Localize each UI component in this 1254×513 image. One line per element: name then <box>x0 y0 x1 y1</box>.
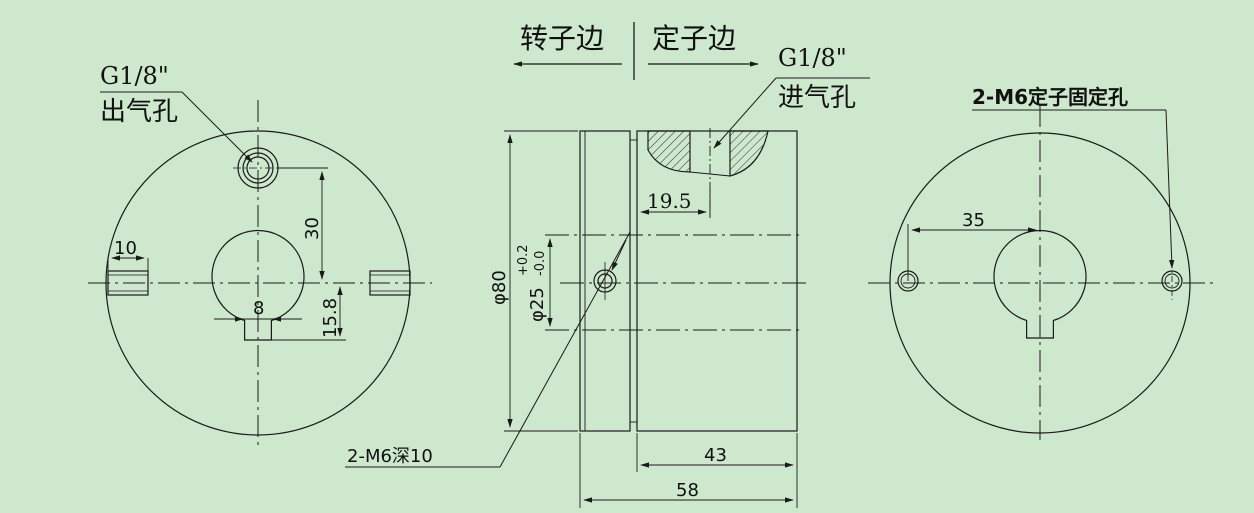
inlet-thread-label: G1/8" <box>778 44 847 72</box>
dim-stator-length-text: 43 <box>704 445 727 466</box>
dim-inlet-offset-text: 19.5 <box>647 189 692 213</box>
dim-total-length-text: 58 <box>676 480 699 501</box>
fix-hole-note: 2-M6定子固定孔 <box>972 85 1128 109</box>
left-keyway-slot <box>107 270 149 296</box>
dim-bore-dia-text: φ25 <box>527 287 548 322</box>
dim-key-width-text: 8 <box>253 298 264 319</box>
dim-keyway-width-text: 10 <box>114 238 137 259</box>
right-view-labels: 2-M6定子固定孔 35 <box>962 85 1128 231</box>
dim-hole-offset-text: 30 <box>302 217 323 240</box>
dim-right-hole-offset-text: 35 <box>962 210 985 231</box>
tapped-hole-note: 2-M6深10 <box>347 446 433 467</box>
dim-key-depth-text: 15.8 <box>320 298 341 338</box>
dim-bore-tol-lower: -0.0 <box>533 251 548 276</box>
dim-outer-dia-text: φ80 <box>489 270 510 305</box>
left-bore-with-keyway <box>211 229 305 341</box>
inlet-label: 进气孔 <box>778 83 856 113</box>
right-bore-with-keyway <box>993 229 1087 339</box>
rotor-body <box>579 130 631 432</box>
outlet-thread-label: G1/8" <box>100 62 169 90</box>
stator-side-label: 定子边 <box>652 22 736 55</box>
rotor-side-label: 转子边 <box>520 22 604 55</box>
right-end-view <box>868 105 1218 440</box>
stator-body <box>636 130 798 432</box>
side-view-labels: G1/8" 进气孔 19.5 φ80 φ25 +0.2 -0.0 2-M6深10… <box>347 44 856 501</box>
outlet-label: 出气孔 <box>100 97 178 127</box>
right-keyway-slot <box>369 270 411 296</box>
left-end-view <box>88 91 432 445</box>
side-section-view <box>345 77 870 508</box>
dim-bore-tol-upper: +0.2 <box>516 244 531 276</box>
left-view-labels: G1/8" 出气孔 10 30 8 15.8 <box>100 62 341 338</box>
side-header: 转子边 定子边 <box>513 22 759 80</box>
inlet-section-right-hatch <box>729 130 769 177</box>
